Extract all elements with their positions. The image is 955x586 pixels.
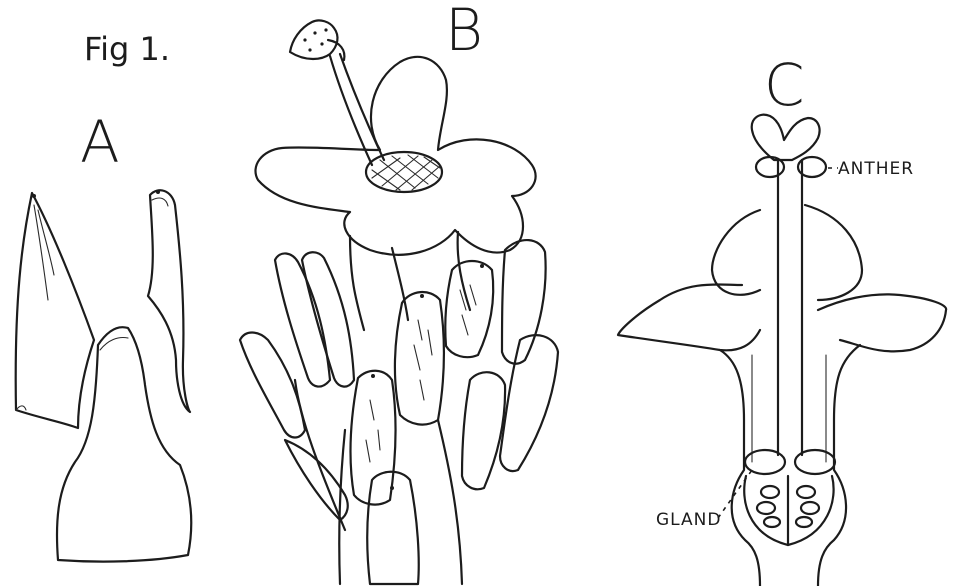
panel-c-gland xyxy=(795,450,835,474)
panel-b-bud xyxy=(395,292,444,425)
panel-c-anther xyxy=(756,157,784,177)
panel-a-label: A xyxy=(80,108,120,176)
panel-b-corolla xyxy=(255,57,535,255)
panel-c-style xyxy=(778,160,802,455)
panel-c-petal xyxy=(712,210,760,295)
panel-b-leaf xyxy=(502,240,546,364)
panel-b-leaf xyxy=(500,335,558,471)
panel-b: B xyxy=(240,0,558,584)
gland-callout: GLAND xyxy=(656,510,721,530)
panel-b-leaf xyxy=(462,372,505,489)
panel-b-bud xyxy=(351,371,396,505)
panel-c-tube xyxy=(720,350,760,586)
panel-a-right-sepal xyxy=(148,190,190,412)
panel-a-petal xyxy=(57,327,191,561)
panel-c-stigma xyxy=(752,115,820,160)
panel-a: A xyxy=(16,108,192,562)
panel-c-petal xyxy=(805,205,862,300)
anther-callout: ANTHER xyxy=(838,159,914,179)
panel-a-left-sepal xyxy=(16,193,94,428)
panel-b-leaf xyxy=(285,440,348,520)
panel-b-label: B xyxy=(445,0,483,64)
panel-c: C ANTHER xyxy=(618,51,946,586)
panel-c-label: C xyxy=(764,51,805,119)
panel-c-petal xyxy=(818,294,946,351)
figure-title: Fig 1. xyxy=(84,30,170,68)
